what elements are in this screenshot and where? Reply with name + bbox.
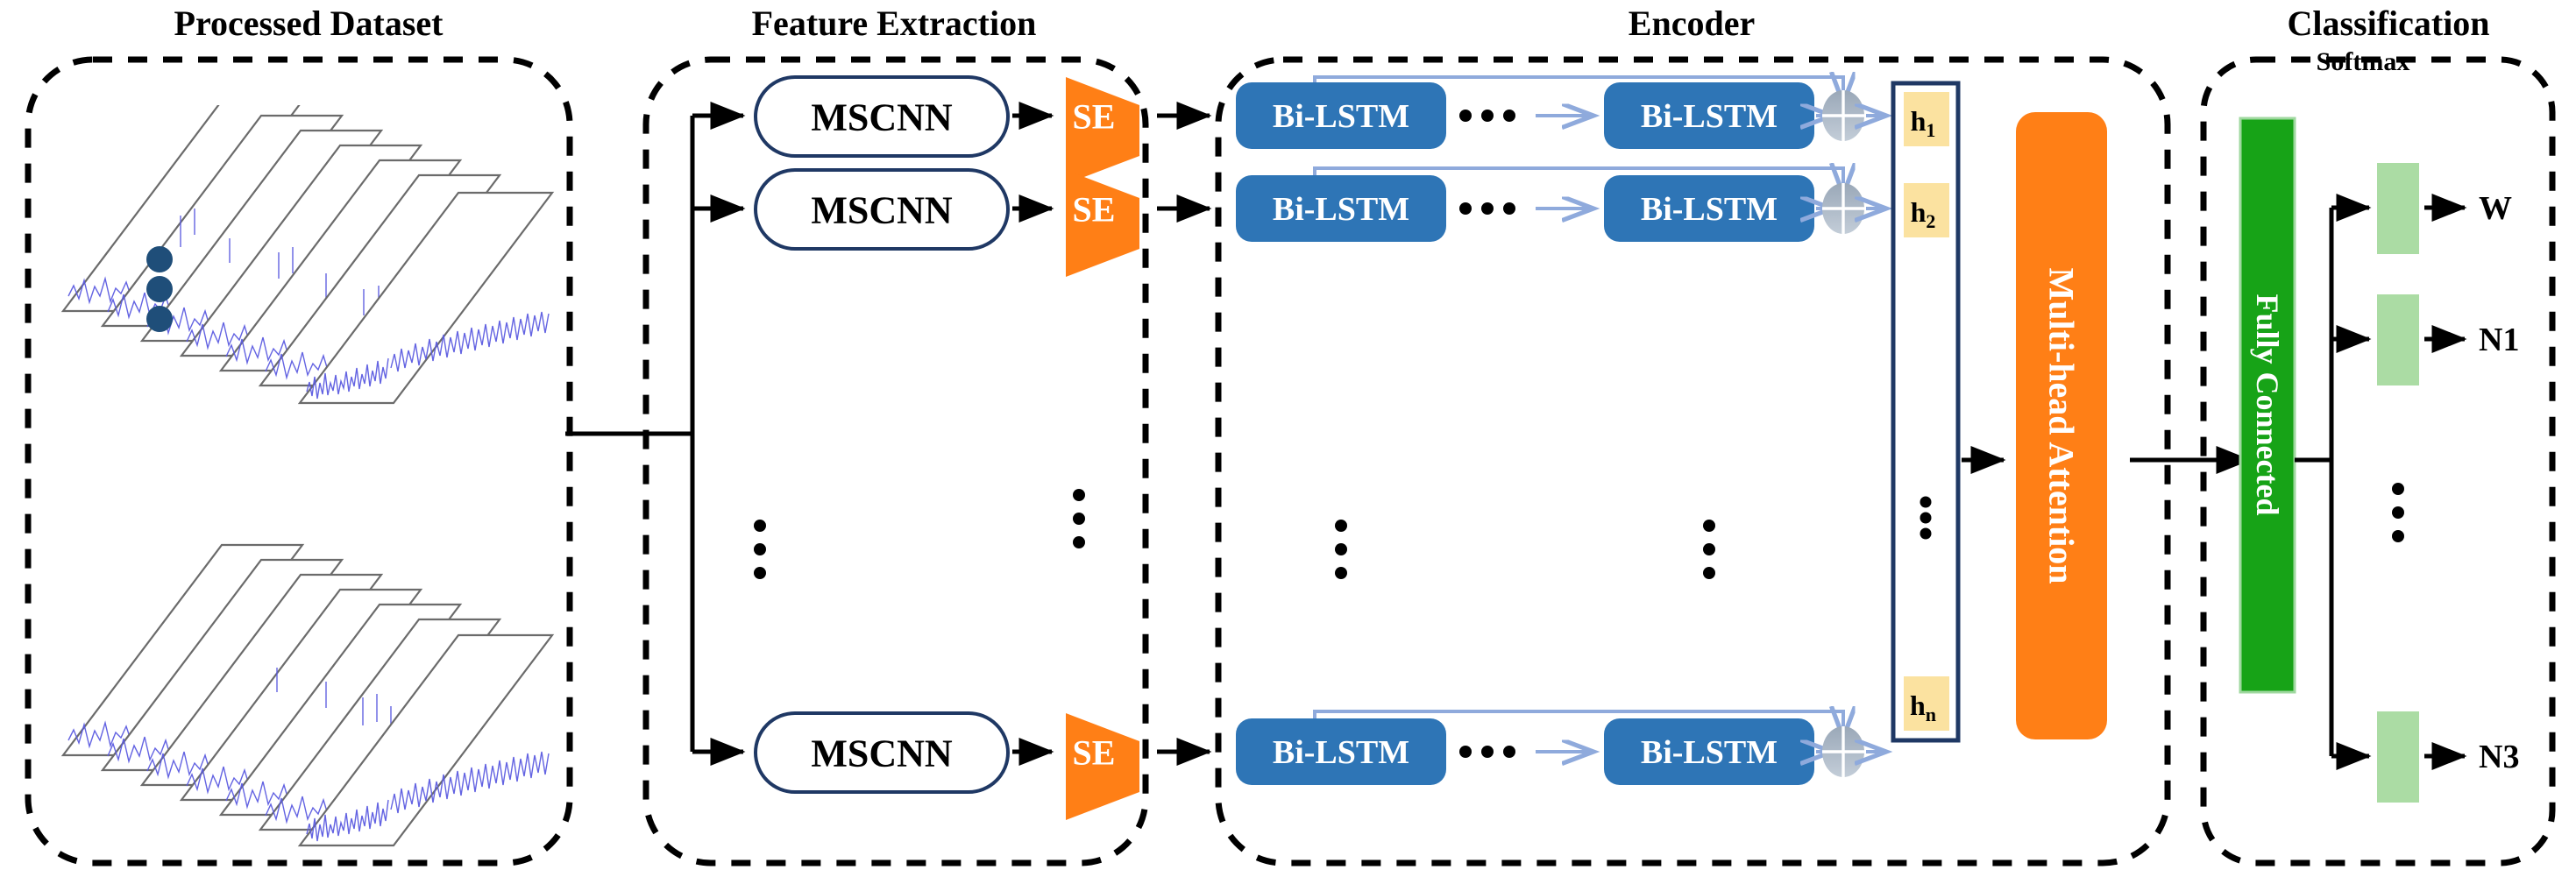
mscnn-box-3[interactable] — [754, 711, 1010, 794]
mscnn-label-1: MSCNN — [811, 96, 953, 139]
hidden-state-box — [1891, 81, 1961, 743]
softmax-output-n3: N3 — [2377, 711, 2519, 803]
softmax-output-w: W — [2377, 163, 2512, 254]
section-title-encoder: Encoder — [1629, 4, 1755, 43]
encoder-row-1: Bi-LSTM Bi-LSTM — [1236, 77, 1886, 149]
bilstm-first-label-3: Bi-LSTM — [1273, 734, 1409, 771]
panel-dataset — [25, 56, 573, 866]
section-title-dataset: Processed Dataset — [174, 4, 444, 43]
se-block-3[interactable] — [1066, 713, 1139, 820]
softmax-cell-w — [2377, 163, 2419, 254]
bilstm-first-label-1: Bi-LSTM — [1273, 98, 1409, 135]
softmax-title: Softmax — [2317, 47, 2410, 76]
se-label-1: SE — [1073, 97, 1116, 137]
hidden-state-label-2: h2 — [1911, 196, 1936, 232]
encoder-ellipsis-left — [1335, 520, 1347, 579]
se-block-1[interactable] — [1066, 77, 1139, 184]
bilstm-last-label-3: Bi-LSTM — [1641, 734, 1778, 771]
encoder-row-2: Bi-LSTM Bi-LSTM — [1236, 168, 1886, 242]
dataset-to-feature-bus — [565, 101, 746, 766]
dataset-ellipsis — [146, 246, 173, 332]
section-title-feature: Feature Extraction — [752, 4, 1037, 43]
mscnn-box-2[interactable] — [754, 168, 1010, 251]
feature-row-3: MSCNN SE — [754, 711, 1212, 820]
bilstm-last-3[interactable] — [1604, 718, 1814, 785]
section-title-classification: Classification — [2287, 4, 2489, 43]
output-label-n1: N1 — [2479, 322, 2519, 358]
se-label-2: SE — [1073, 190, 1116, 230]
bilstm-last-1[interactable] — [1604, 82, 1814, 149]
multihead-attention-label: Multi-head Attention — [2042, 267, 2082, 584]
softmax-output-n1: N1 — [2377, 294, 2519, 385]
classification-ellipsis — [2392, 483, 2404, 542]
feature-row-1: MSCNN SE — [754, 75, 1212, 184]
hidden-state-column: h1 h2 hn — [1891, 81, 1961, 743]
encoder-dots-3 — [1459, 746, 1515, 758]
feature-ellipsis-mscnn — [754, 520, 766, 579]
fully-connected-block[interactable]: Fully Connected — [2239, 117, 2296, 694]
mscnn-label-2: MSCNN — [811, 189, 953, 232]
bilstm-first-3[interactable] — [1236, 718, 1446, 785]
fully-connected-label: Fully Connected — [2250, 294, 2285, 515]
hidden-state-cell-2 — [1904, 183, 1949, 237]
hidden-state-ellipsis — [1920, 496, 1932, 540]
mscnn-box-1[interactable] — [754, 75, 1010, 158]
encoder-row-3: Bi-LSTM Bi-LSTM — [1236, 711, 1886, 785]
bilstm-first-label-2: Bi-LSTM — [1273, 191, 1409, 228]
softmax-cell-n1 — [2377, 294, 2419, 385]
bilstm-first-2[interactable] — [1236, 175, 1446, 242]
bilstm-last-label-2: Bi-LSTM — [1641, 191, 1778, 228]
hidden-state-cell-1 — [1904, 92, 1949, 146]
encoder-dots-1 — [1459, 110, 1515, 122]
bilstm-last-label-1: Bi-LSTM — [1641, 98, 1778, 135]
se-block-2[interactable] — [1066, 170, 1139, 277]
panel-encoder — [1215, 56, 2171, 866]
feature-ellipsis-se — [1073, 489, 1085, 548]
dataset-stack-bottom — [60, 543, 555, 847]
encoder-ellipsis-right — [1703, 520, 1715, 579]
softmax-cell-n3 — [2377, 711, 2419, 803]
hidden-state-label-1: h1 — [1911, 105, 1936, 141]
hidden-state-label-n: hn — [1910, 690, 1936, 725]
dataset-stack-top — [60, 105, 555, 405]
panel-classification — [2200, 56, 2556, 866]
bilstm-first-1[interactable] — [1236, 82, 1446, 149]
output-label-w: W — [2479, 190, 2512, 227]
encoder-dots-2 — [1459, 202, 1515, 215]
multihead-attention-block[interactable]: Multi-head Attention — [2016, 112, 2107, 739]
bilstm-last-2[interactable] — [1604, 175, 1814, 242]
softmax-fanout — [2295, 193, 2372, 770]
feature-row-2: MSCNN SE — [754, 168, 1212, 277]
hidden-state-cell-n — [1904, 676, 1949, 731]
output-label-n3: N3 — [2479, 739, 2519, 775]
se-label-3: SE — [1073, 733, 1116, 773]
panel-feature-extraction — [642, 56, 1149, 866]
mscnn-label-3: MSCNN — [811, 732, 953, 775]
